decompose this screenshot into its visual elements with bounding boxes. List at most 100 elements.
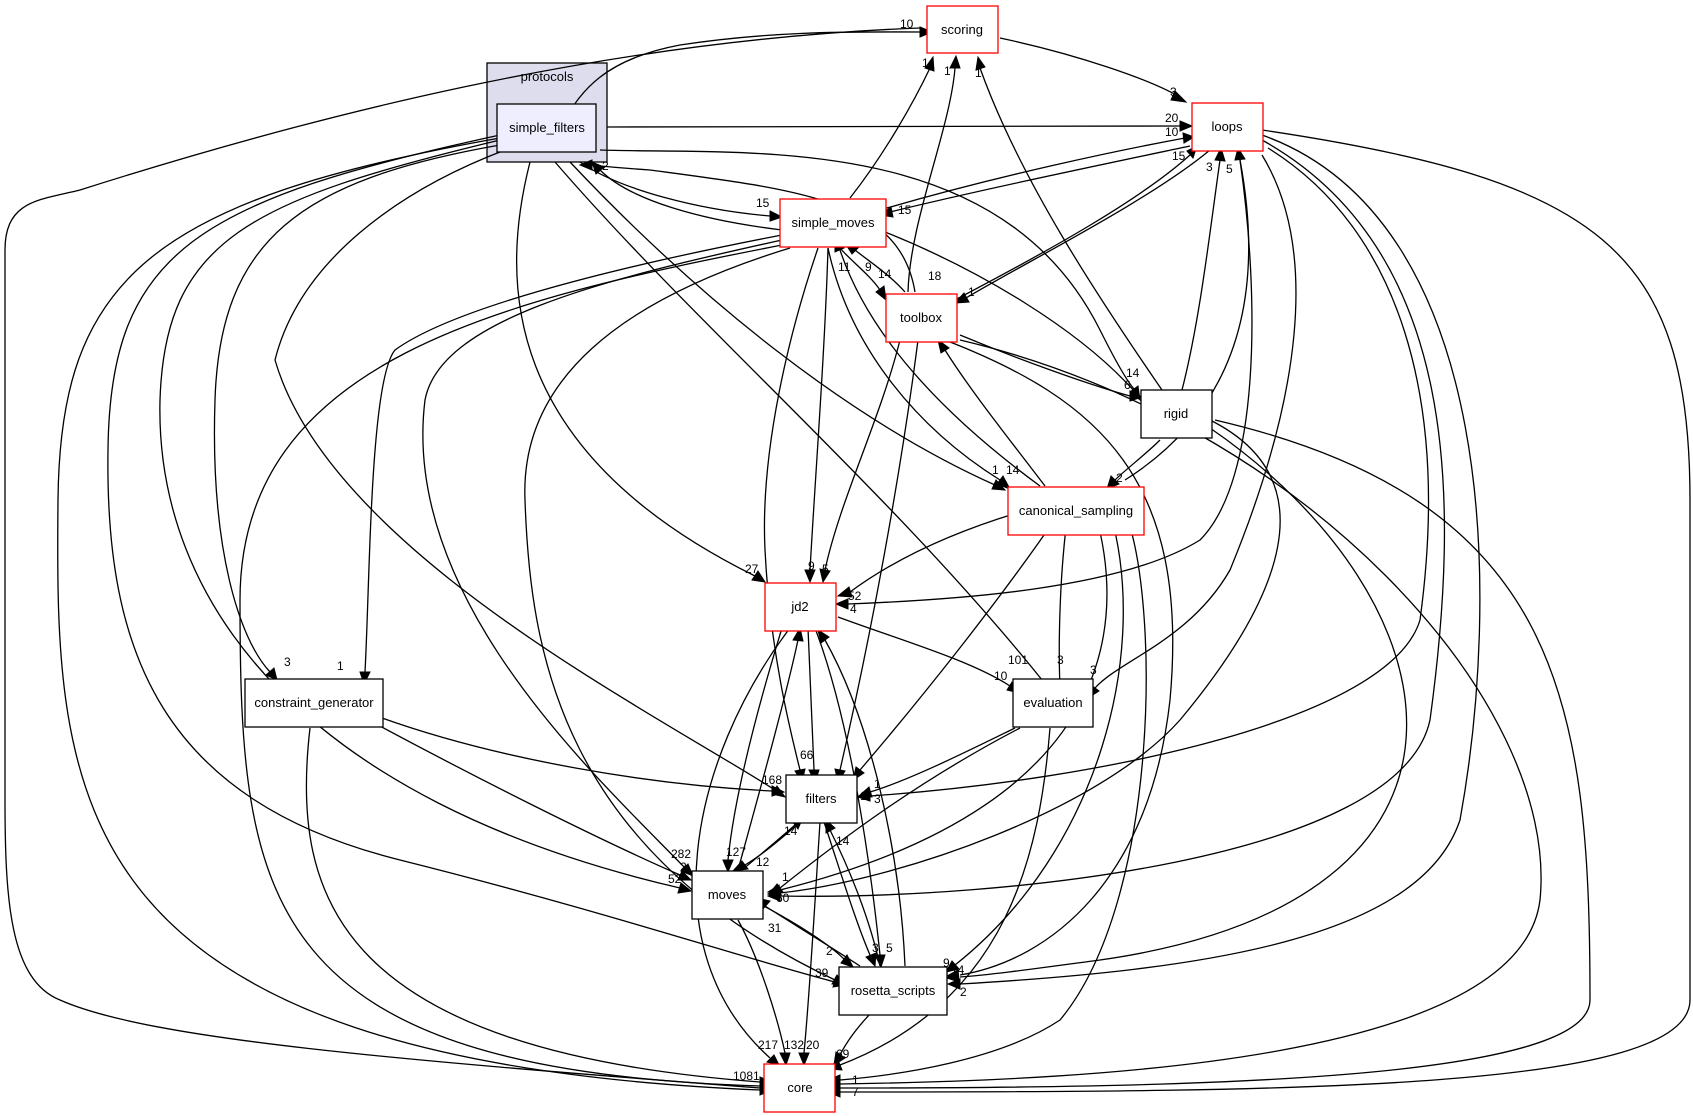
edge-label: 1	[955, 973, 962, 987]
edge-label: 69	[836, 1047, 850, 1061]
edge-toolbox-jd2	[819, 339, 901, 584]
node-simple_moves[interactable]: simple_moves	[779, 198, 887, 248]
edge-label: 217	[758, 1038, 778, 1052]
edge-filters-rosetta_scripts	[823, 821, 877, 968]
cluster-label: protocols	[521, 69, 574, 84]
node-scoring[interactable]: scoring	[926, 5, 999, 54]
edge-simple_filters-moves	[159, 139, 693, 894]
edge-canonical_sampling-toolbox	[937, 338, 1046, 487]
node-label: rosetta_scripts	[851, 983, 936, 998]
edge-filters-moves	[731, 821, 801, 872]
edge-core-scoring	[4, 27, 921, 1089]
edge-label: 1	[992, 463, 999, 477]
node-label: scoring	[941, 22, 983, 37]
edge-label: 5	[822, 562, 829, 576]
edge-label: 132	[784, 1038, 804, 1052]
edge-label: 14	[836, 834, 850, 848]
node-simple_filters[interactable]: simple_filters	[496, 103, 597, 153]
edges	[4, 26, 1691, 1098]
edge-loops-jd2	[834, 159, 1253, 610]
edge-label: 1	[337, 659, 344, 673]
edge-label: 3	[284, 655, 291, 669]
edge-label: 9	[808, 559, 815, 573]
edge-simple_moves-canonical_sampling	[827, 247, 1012, 490]
edge-label: 1	[975, 66, 982, 80]
edge-rosetta_scripts-jd2	[817, 628, 906, 967]
node-evaluation[interactable]: evaluation	[1012, 678, 1094, 728]
edge-label: 3	[1170, 85, 1177, 99]
edge-label: 15	[1172, 149, 1186, 163]
edge-simple_moves-rigid	[884, 231, 1136, 393]
node-label: evaluation	[1023, 695, 1082, 710]
edge-label: 15	[898, 203, 912, 217]
node-constraint_generator[interactable]: constraint_generator	[244, 678, 384, 728]
edge-moves-core	[737, 919, 791, 1067]
edge-label: 2	[680, 860, 687, 874]
edge-constraint_generator-moves	[364, 717, 693, 881]
edge-simple_moves-toolbox	[839, 247, 887, 302]
edge-canonical_sampling-jd2	[836, 511, 1021, 598]
edge-label: 14	[784, 824, 798, 838]
node-rosetta_scripts[interactable]: rosetta_scripts	[838, 966, 948, 1016]
edge-label: 60	[776, 891, 790, 905]
edge-label: 39	[815, 966, 829, 980]
node-label: jd2	[790, 599, 808, 614]
edge-label: 127	[726, 845, 746, 859]
node-rigid[interactable]: rigid	[1140, 389, 1213, 439]
edge-simple_filters-canonical_sampling	[569, 161, 1007, 491]
edge-label: 1	[968, 285, 975, 299]
node-moves[interactable]: moves	[691, 870, 764, 920]
edge-toolbox-scoring	[907, 54, 961, 293]
edge-label: 2	[602, 159, 609, 173]
edge-simple_filters-rigid	[599, 149, 1141, 402]
edge-labels: 10 1 1 1 3 20 10 15 15 15 5 3 2 11 9 14 …	[284, 17, 1233, 1099]
edge-label: 4	[850, 602, 857, 616]
edge-label: 168	[762, 773, 782, 787]
edge-toolbox-simple_filters	[578, 159, 916, 293]
edge-moves-rosetta_scripts	[759, 903, 854, 968]
edge-label: 2	[960, 985, 967, 999]
node-filters[interactable]: filters	[785, 774, 858, 824]
edge-simple_moves-constraint_generator	[359, 234, 783, 686]
edge-loops-moves	[766, 139, 1446, 902]
edge-label: 14	[1126, 366, 1140, 380]
edge-toolbox-rigid	[959, 334, 1144, 402]
edge-label: 27	[745, 562, 759, 576]
node-label: rigid	[1164, 406, 1189, 421]
node-label: simple_filters	[509, 120, 585, 135]
edge-label: 14	[878, 267, 892, 281]
edge-label: 282	[671, 847, 691, 861]
edge-simple_moves-moves	[422, 239, 783, 877]
edge-simple_moves-scoring	[849, 55, 935, 199]
node-canonical_sampling[interactable]: canonical_sampling	[1007, 486, 1145, 536]
node-jd2[interactable]: jd2	[764, 582, 837, 632]
edge-label: 1	[860, 789, 867, 803]
node-core[interactable]: core	[763, 1063, 836, 1113]
node-loops[interactable]: loops	[1191, 102, 1264, 152]
edge-label: 10	[994, 669, 1008, 683]
edge-label: 101	[1008, 653, 1028, 667]
node-label: toolbox	[900, 310, 942, 325]
edge-simple_filters-constraint_generator	[213, 144, 501, 681]
edge-label: 3	[1057, 653, 1064, 667]
edge-label: 1	[782, 870, 789, 884]
nodes: scoring simple_filters loops simple_move…	[244, 5, 1264, 1113]
edge-loops-simple_moves	[878, 145, 1191, 218]
edge-constraint_generator-filters	[381, 717, 786, 797]
edge-label: 66	[800, 748, 814, 762]
edge-evaluation-filters	[857, 727, 1016, 798]
edge-loops-toolbox	[953, 149, 1211, 304]
edge-simple_moves-loops	[879, 132, 1196, 211]
edge-label: 9	[865, 260, 872, 274]
node-toolbox[interactable]: toolbox	[885, 293, 958, 343]
edge-label: 10	[1165, 125, 1179, 139]
edge-rigid-scoring	[975, 55, 1163, 391]
edge-label: 3	[872, 941, 879, 955]
node-label: canonical_sampling	[1019, 503, 1133, 518]
edge-rigid-rosetta_scripts	[945, 427, 1408, 983]
edge-label: 52	[668, 872, 682, 886]
edge-rigid-loops	[1181, 146, 1226, 391]
edge-canonical_sampling-evaluation	[1054, 511, 1069, 702]
edge-simple_moves-filters	[763, 247, 819, 784]
